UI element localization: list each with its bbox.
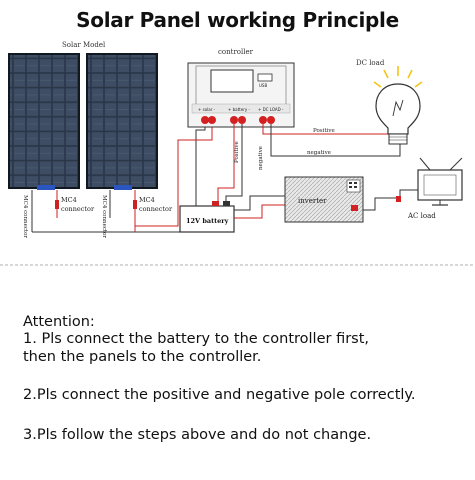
panel-to-controller-wires	[32, 123, 213, 233]
controller-terminal-battery: + battery -	[228, 107, 250, 112]
solar-wiring-diagram: Solar Model MC4 connector MC4 connector …	[0, 41, 475, 266]
charge-controller: USB + solar - + battery - + DC LOAD -	[187, 62, 295, 128]
solar-model-label: Solar Model	[62, 41, 106, 49]
connector-label-left: connector	[61, 205, 95, 213]
usb-port	[257, 73, 273, 82]
ac-load-label: AC load	[407, 212, 436, 220]
controller-to-dc-load-wires	[262, 124, 401, 157]
controller-display	[210, 69, 254, 93]
panel-leads	[31, 190, 137, 232]
controller-negative-label: negative	[258, 146, 264, 170]
page-title: Solar Panel working Principle	[76, 8, 399, 32]
mc4-vertical-label-left: MC4 connector	[22, 195, 28, 238]
inverter-label: inverter	[298, 197, 327, 205]
battery-to-inverter-wires	[234, 195, 286, 219]
battery-12v	[179, 201, 235, 233]
ac-load-tv	[417, 157, 463, 206]
positive-wire-label: Positive	[313, 128, 335, 134]
mc4-label-right: MC4	[139, 196, 155, 204]
controller-label: controller	[218, 48, 254, 56]
attention-item-1a: 1. Pls connect the battery to the contro…	[23, 331, 370, 347]
junction-box-left	[37, 185, 55, 190]
inverter	[284, 176, 364, 223]
attention-item-3: 3.Pls follow the steps above and do not …	[23, 427, 372, 443]
mc4-label-left: MC4	[61, 196, 77, 204]
attention-item-1b: then the panels to the controller.	[23, 349, 262, 365]
usb-label: USB	[259, 83, 267, 88]
dc-load-label: DC load	[356, 59, 385, 67]
dc-load-bulb	[373, 66, 423, 145]
negative-wire-label: negative	[307, 150, 331, 156]
inverter-to-ac-wires	[363, 189, 420, 211]
controller-to-battery-wires	[217, 124, 243, 206]
solar-panel-right	[86, 53, 158, 190]
controller-terminal-solar: + solar -	[198, 107, 216, 112]
mc4-plug-left	[55, 200, 59, 209]
solar-panel-left	[8, 53, 80, 190]
controller-positive-label: Positive	[234, 141, 240, 163]
attention-item-2: 2.Pls connect the positive and negative …	[23, 387, 416, 403]
mc4-vertical-label-right: MC4 connector	[101, 195, 107, 238]
junction-box-right	[114, 185, 132, 190]
attention-heading: Attention:	[23, 314, 95, 330]
mc4-plug-right	[133, 200, 137, 209]
controller-terminal-dcload: + DC LOAD -	[258, 107, 284, 112]
battery-label: 12V battery	[186, 217, 229, 225]
connector-label-right: connector	[139, 205, 173, 213]
